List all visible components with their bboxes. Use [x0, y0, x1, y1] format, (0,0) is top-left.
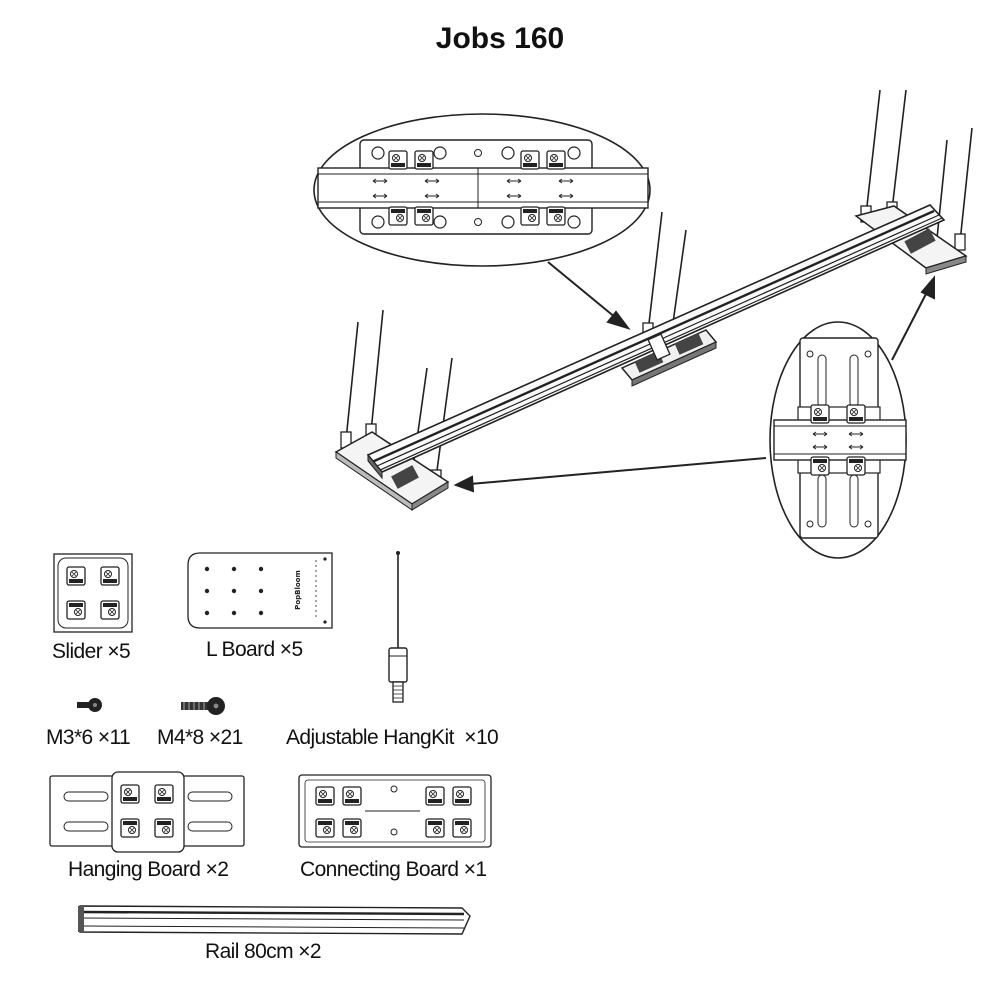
- slider-label: Slider ×5: [52, 640, 131, 663]
- hanging-board-part: [49, 771, 245, 853]
- m4-screw-label: M4*8 ×21: [157, 726, 243, 749]
- connecting-board-part: [298, 774, 492, 848]
- hangkit-label: Adjustable HangKit ×10: [286, 726, 499, 749]
- main-assembly: [334, 89, 973, 511]
- rail-part: [78, 905, 471, 935]
- hanging-wires: [345, 89, 973, 483]
- callout-arrows: [453, 261, 935, 493]
- hanging-board-label: Hanging Board ×2: [68, 858, 229, 881]
- center-connecting-board: [620, 329, 718, 387]
- right-hanging-board: [854, 205, 968, 275]
- screw-m4-icon: [181, 697, 225, 715]
- hangkit-part: [388, 551, 408, 703]
- zoom-hanging-board: [769, 321, 907, 559]
- screw-m3-icon: [77, 698, 102, 712]
- connecting-board-label: Connecting Board ×1: [300, 858, 487, 881]
- m3-screw-label: M3*6 ×11: [46, 726, 131, 749]
- zoom-connecting-board: [313, 113, 651, 267]
- l-board-part: PopBloom: [187, 552, 333, 629]
- slider-part: [53, 553, 133, 633]
- diagram-title: Jobs 160: [435, 22, 565, 55]
- l-board-label: L Board ×5: [206, 638, 303, 661]
- brand-stamp: PopBloom: [294, 570, 302, 610]
- rail-label: Rail 80cm ×2: [205, 940, 322, 963]
